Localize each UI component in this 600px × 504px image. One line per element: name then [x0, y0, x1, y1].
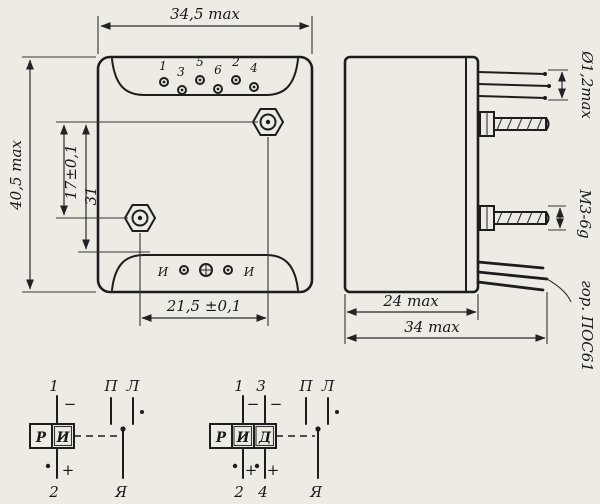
schr-plus-4: +: [267, 461, 280, 479]
threaded-stud-lower: М3-6g: [479, 188, 594, 239]
schematic-right: 1 3 − − Р И Д + + 2 4 П Л Я: [209, 377, 339, 501]
bottom-terminal-recess: [111, 254, 299, 291]
pin-number-1: 1: [159, 59, 167, 73]
dim-hole-span-v: 17±0,1: [62, 144, 80, 200]
front-view: 1 3 5 6 2 4 И И: [7, 5, 314, 326]
schr-contact-l: Л: [321, 377, 335, 395]
schl-plus: +: [62, 461, 75, 479]
pin-number-5: 5: [196, 55, 204, 69]
schr-armature-label: Я: [309, 483, 323, 501]
schr-minus-2: −: [270, 395, 283, 413]
bottom-terminals: И И: [157, 263, 255, 279]
solder-lugs: гор. ПОС61: [476, 260, 596, 372]
pin-number-6: 6: [214, 63, 222, 77]
schl-minus: −: [64, 395, 77, 413]
schr-box-r: Р: [215, 430, 227, 446]
schematic-left: 1 − Р И + 2 П Л Я: [29, 377, 144, 501]
schr-minus-1: −: [247, 395, 260, 413]
schl-polarity-dot: [45, 463, 51, 469]
dim-width: 34,5 max: [170, 5, 240, 23]
mounting-stud-lower: [123, 204, 157, 232]
pin-number-3: 3: [177, 65, 185, 79]
dim-height: 40,5 max: [7, 140, 25, 211]
dim-thread: М3-6g: [576, 188, 594, 238]
terminal-label-left: И: [157, 265, 169, 279]
threaded-stud-upper: [479, 111, 550, 137]
schr-plus-2: +: [245, 461, 258, 479]
schr-contact-dot: [335, 410, 339, 414]
terminal-label-right: И: [243, 265, 255, 279]
dim-31: 31: [82, 186, 100, 205]
schr-polarity-dot-4: [254, 463, 260, 469]
schr-polarity-dot-2: [232, 463, 238, 469]
front-view-dimensions: 34,5 max 40,5 max 17±0,1 31 21,5 ±0,1: [7, 5, 313, 326]
schr-box-d: Д: [258, 430, 272, 446]
schl-pin-top: 1: [49, 377, 59, 395]
schr-box-i: И: [236, 430, 251, 446]
top-terminal-pins: 1 3 5 6 2 4: [159, 55, 259, 95]
schl-contact-p: П: [103, 377, 118, 395]
schl-armature-label: Я: [114, 483, 128, 501]
wire-pins: Ø1,2max: [477, 50, 596, 119]
schr-pin-bottom-2: 2: [233, 483, 244, 501]
top-terminal-recess: [111, 58, 299, 96]
schl-box-r: Р: [35, 430, 47, 446]
side-view: Ø1,2max М3-6g: [343, 50, 596, 372]
schr-pin-top-3: 3: [256, 377, 266, 395]
schl-pin-bottom: 2: [48, 483, 59, 501]
side-view-dimensions: 24 max 34 max: [344, 292, 548, 344]
schl-contact-l: Л: [126, 377, 140, 395]
schr-contact-p: П: [298, 377, 313, 395]
side-view-body: [343, 55, 480, 294]
front-view-body: [96, 55, 314, 294]
solder-note-leader: [546, 278, 572, 303]
dim-depth-body: 24 max: [382, 292, 439, 310]
schl-box-i: И: [56, 430, 71, 446]
pin-number-4: 4: [249, 61, 258, 75]
circle-plus-terminal-icon: [199, 263, 213, 277]
pin-number-2: 2: [231, 55, 240, 69]
schr-pin-top-1: 1: [234, 377, 244, 395]
schl-contact-dot: [140, 410, 144, 414]
dim-hole-span-h: 21,5 ±0,1: [166, 297, 242, 315]
solder-note: гор. ПОС61: [578, 280, 596, 372]
dim-pin-dia: Ø1,2max: [578, 50, 596, 119]
dim-depth-overall: 34 max: [404, 318, 460, 336]
schr-pin-bottom-4: 4: [257, 483, 268, 501]
